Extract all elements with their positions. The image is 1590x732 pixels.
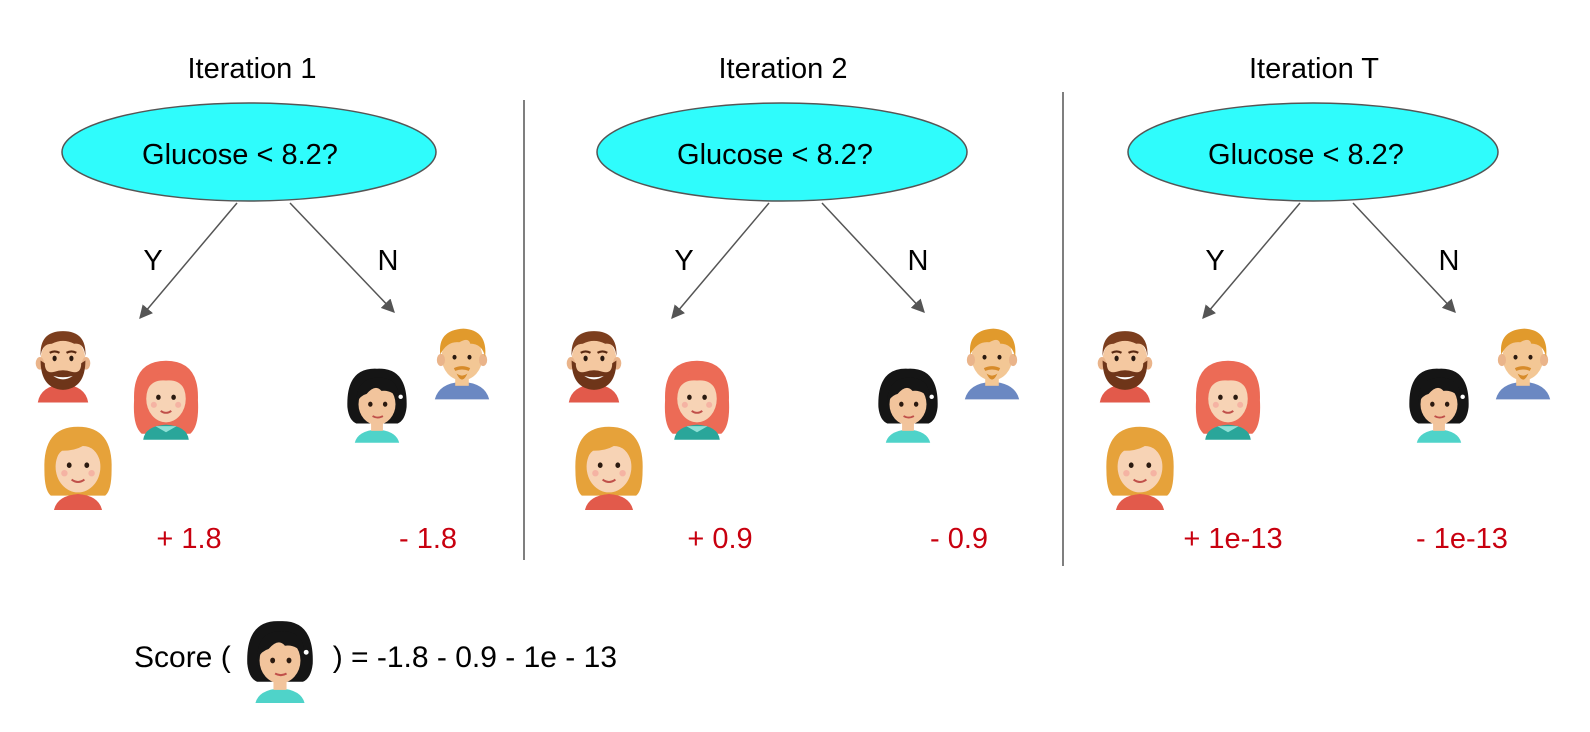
no-label: N	[1439, 245, 1460, 277]
yes-score: + 0.9	[687, 523, 752, 555]
no-score: - 1.8	[399, 523, 457, 555]
bearded-man-icon	[1096, 329, 1154, 404]
iteration-panel: Iteration T Glucose < 8.2? Y N + 1e-13 -…	[1096, 53, 1551, 555]
no-edge	[1352, 202, 1456, 313]
formula-suffix: ) = -1.8 - 0.9 - 1e - 13	[332, 641, 617, 674]
no-score: - 0.9	[930, 523, 988, 555]
score-formula: Score ( ) = -1.8 - 0.9 - 1e - 13	[134, 608, 617, 708]
decision-node	[1127, 102, 1499, 202]
decision-question: Glucose < 8.2?	[677, 139, 873, 171]
blonde-woman-icon	[43, 425, 113, 512]
bearded-man-icon	[565, 329, 623, 404]
yes-label: Y	[143, 245, 162, 277]
blonde-man-icon	[964, 328, 1020, 400]
blonde-woman-icon	[574, 425, 644, 512]
blonde-man-icon	[1495, 328, 1551, 400]
decision-node	[596, 102, 968, 202]
panel-title: Iteration T	[1249, 53, 1379, 85]
yes-edge	[1202, 202, 1301, 320]
no-edge	[289, 202, 395, 313]
no-edge	[821, 202, 925, 313]
no-label: N	[908, 245, 929, 277]
black-haired-woman-icon	[877, 367, 939, 444]
yes-edge	[671, 202, 770, 320]
black-haired-woman-icon	[1408, 367, 1470, 444]
panel-title: Iteration 1	[188, 53, 317, 85]
formula-prefix: Score (	[134, 641, 231, 674]
decision-node	[61, 102, 437, 202]
blonde-man-icon	[434, 328, 490, 400]
yes-edge	[139, 202, 238, 320]
black-haired-woman-icon	[346, 367, 408, 444]
red-haired-woman-icon	[1194, 359, 1262, 441]
decision-question: Glucose < 8.2?	[1208, 139, 1404, 171]
iteration-panel: Iteration 1 Glucose < 8.2? Y N + 1.8 - 1…	[34, 53, 490, 555]
yes-score: + 1e-13	[1183, 523, 1282, 555]
yes-score: + 1.8	[156, 523, 221, 555]
blonde-woman-icon	[1105, 425, 1175, 512]
no-label: N	[378, 245, 399, 277]
red-haired-woman-icon	[663, 359, 731, 441]
red-haired-woman-icon	[132, 359, 200, 441]
iteration-panel: Iteration 2 Glucose < 8.2? Y N + 0.9 - 0…	[565, 53, 1020, 555]
bearded-man-icon	[34, 329, 92, 404]
panel-title: Iteration 2	[719, 53, 848, 85]
black-haired-woman-icon	[245, 620, 314, 703]
yes-label: Y	[1205, 245, 1224, 277]
decision-question: Glucose < 8.2?	[142, 139, 338, 171]
yes-label: Y	[674, 245, 693, 277]
no-score: - 1e-13	[1416, 523, 1508, 555]
